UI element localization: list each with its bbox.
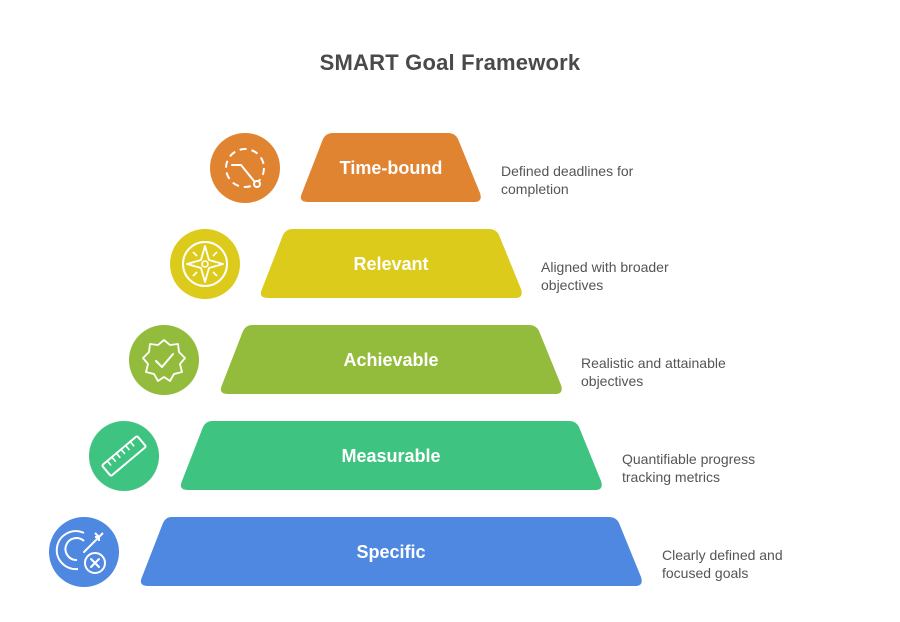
tier-specific-shape — [140, 517, 642, 586]
description-line: focused goals — [662, 565, 749, 581]
description-line: objectives — [581, 373, 644, 389]
tier-label: Relevant — [353, 254, 428, 274]
description-line: Aligned with broader — [541, 259, 669, 275]
tier-description-time-bound: Defined deadlines for completion — [501, 162, 681, 198]
tier-achievable: Achievable — [129, 325, 562, 395]
tier-description-achievable: Realistic and attainable objectives — [581, 354, 761, 390]
description-line: completion — [501, 181, 569, 197]
clock-icon — [210, 133, 280, 203]
diagram-title: SMART Goal Framework — [319, 50, 581, 75]
tier-relevant: Relevant — [170, 229, 522, 299]
tier-label: Specific — [356, 542, 425, 562]
ruler-icon — [89, 421, 159, 491]
description-line: Clearly defined and — [662, 547, 783, 563]
tier-description-measurable: Quantifiable progress tracking metrics — [622, 450, 802, 486]
description-line: tracking metrics — [622, 469, 721, 485]
tier-description-specific: Clearly defined and focused goals — [662, 546, 842, 582]
tier-relevant-shape — [260, 229, 522, 298]
compass-icon — [170, 229, 240, 299]
tier-specific: Specific — [49, 517, 642, 587]
badge-check-icon — [129, 325, 199, 395]
tier-measurable-shape — [180, 421, 602, 490]
description-line: Quantifiable progress — [622, 451, 756, 467]
target-icon — [49, 517, 119, 587]
description-line: objectives — [541, 277, 604, 293]
tier-label: Measurable — [341, 446, 440, 466]
tier-measurable: Measurable — [89, 421, 602, 491]
tier-label: Time-bound — [340, 158, 443, 178]
tier-description-relevant: Aligned with broader objectives — [541, 258, 721, 294]
description-line: Realistic and attainable — [581, 355, 726, 371]
tier-time-bound: Time-bound — [210, 133, 481, 203]
description-line: Defined deadlines for — [501, 163, 634, 179]
tier-time-bound-shape — [300, 133, 481, 202]
tier-achievable-shape — [220, 325, 562, 394]
tier-label: Achievable — [343, 350, 438, 370]
